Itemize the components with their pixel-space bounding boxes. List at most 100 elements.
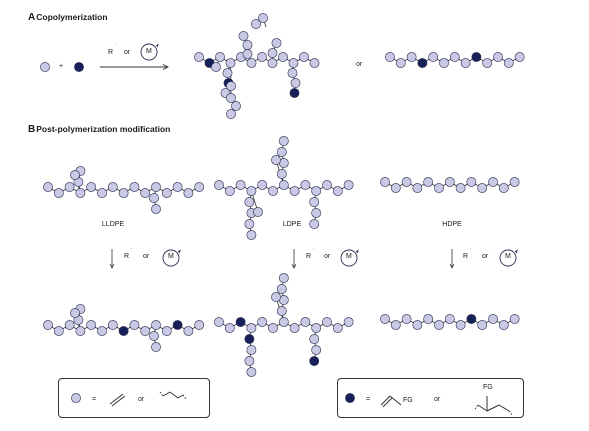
ethylene-bead: [53, 326, 64, 336]
ethylene-bead: [225, 58, 236, 68]
ethylene-bead: [423, 314, 434, 324]
ethylene-bead: [244, 197, 255, 207]
ethylene-bead: [412, 183, 423, 193]
ethylene-bead: [455, 183, 466, 193]
ethylene-bead: [129, 320, 140, 330]
ethylene-bead: [401, 314, 412, 324]
ethylene-double-bond-icon: [109, 393, 126, 407]
or-label-b3: or: [482, 253, 489, 260]
ethylene-bead: [434, 320, 444, 330]
ethylene-bead: [246, 58, 257, 68]
legend-glyphs: [109, 391, 513, 416]
ethylene-bead: [183, 188, 194, 198]
ethylene-bead: [149, 193, 159, 203]
radical-dot-b1: ˙: [131, 248, 133, 254]
radical-dot-b2: ˙: [313, 248, 315, 254]
legend-ethylene-equals: =: [92, 396, 97, 403]
ethylene-bead: [215, 52, 225, 62]
ethylene-bead: [246, 323, 257, 333]
ethylene-bead: [107, 182, 118, 192]
comonomer-bead: [74, 62, 84, 72]
ethylene-bead: [380, 314, 390, 324]
ethylene-bead: [242, 40, 253, 50]
ethylene-bead: [97, 326, 107, 336]
ethylene-bead: [53, 188, 64, 198]
ethylene-bead: [226, 109, 236, 119]
ethylene-bead: [466, 177, 477, 187]
ethylene-bead: [183, 326, 194, 336]
lldpe-label: LLDPE: [101, 221, 125, 228]
ethylene-bead: [211, 62, 221, 72]
comonomer-bead: [172, 320, 183, 330]
ethylene-bead: [70, 170, 80, 180]
ethylene-bead: [290, 78, 301, 88]
hdpe-label: HDPE: [442, 221, 462, 228]
ethylene-bead: [71, 393, 81, 403]
section-b-title: BPost-polymerization modification: [28, 124, 170, 135]
ethylene-bead: [64, 182, 75, 192]
ethylene-bead: [75, 188, 86, 198]
ethylene-bead: [246, 345, 257, 355]
comonomer-bead: [118, 326, 129, 336]
comonomer-bead: [289, 88, 300, 98]
ethylene-bead: [278, 180, 289, 190]
radical-label-b2: R: [306, 253, 312, 260]
ethylene-bead: [380, 177, 390, 187]
ethylene-bead: [257, 180, 268, 190]
metal-label-a: M: [146, 48, 152, 55]
ethylene-bead: [43, 182, 53, 192]
ethylene-bead: [309, 219, 320, 229]
ethylene-bead: [299, 52, 309, 62]
section-a-text: Copolymerization: [36, 12, 108, 22]
ethylene-bead: [86, 182, 97, 192]
comonomer-bead: [235, 317, 246, 327]
ethylene-bead: [107, 320, 118, 330]
ethylene-bead: [477, 183, 488, 193]
ethylene-bead: [140, 188, 151, 198]
ethylene-bead: [309, 197, 320, 207]
ethylene-bead: [311, 186, 322, 196]
radical-label-b3: R: [463, 253, 469, 260]
ethylene-bead: [278, 317, 289, 327]
ethylene-bead: [268, 186, 278, 196]
legend-comonomer-equals: =: [366, 396, 371, 403]
ethylene-bead: [214, 317, 224, 327]
ethylene-bead: [224, 186, 235, 196]
ethylene-bead: [455, 320, 466, 330]
ethylene-bead: [406, 52, 417, 62]
ethylene-bead: [477, 320, 488, 330]
ethylene-bead: [498, 183, 509, 193]
ethylene-bead: [129, 182, 140, 192]
ethylene-bead: [118, 188, 129, 198]
ethylene-bead: [70, 308, 80, 318]
ethylene-bead: [258, 13, 268, 23]
ethylene-bead: [343, 317, 354, 327]
ethylene-bead: [395, 58, 406, 68]
ethylene-bead: [151, 342, 161, 352]
ldpe-label: LDPE: [282, 221, 302, 228]
ethylene-bead: [343, 180, 354, 190]
plus-sign: +: [59, 63, 64, 70]
ethylene-bead: [278, 273, 289, 283]
ethylene-bead: [289, 186, 300, 196]
ethylene-bead: [423, 177, 434, 187]
ethylene-bead: [235, 180, 246, 190]
ethylene-bead: [151, 182, 161, 192]
ethylene-bead: [253, 207, 263, 217]
ethylene-bead: [246, 186, 257, 196]
ethylene-bead: [151, 320, 161, 330]
functional-alkene-icon: [380, 395, 402, 408]
section-a-title: ACopolymerization: [28, 12, 108, 23]
ethylene-bead: [268, 323, 278, 333]
ethylene-bead: [401, 177, 412, 187]
ethylene-bead: [271, 155, 281, 165]
ethylene-bead: [503, 58, 514, 68]
ethylene-bead: [311, 323, 322, 333]
section-b-text: Post-polymerization modification: [36, 124, 171, 134]
or-label-a: or: [124, 49, 131, 56]
ethylene-bead: [390, 320, 401, 330]
ethylene-bead: [509, 314, 520, 324]
or-between-products: or: [356, 61, 363, 68]
ethylene-bead: [322, 317, 332, 327]
ethylene-bead: [309, 334, 320, 344]
